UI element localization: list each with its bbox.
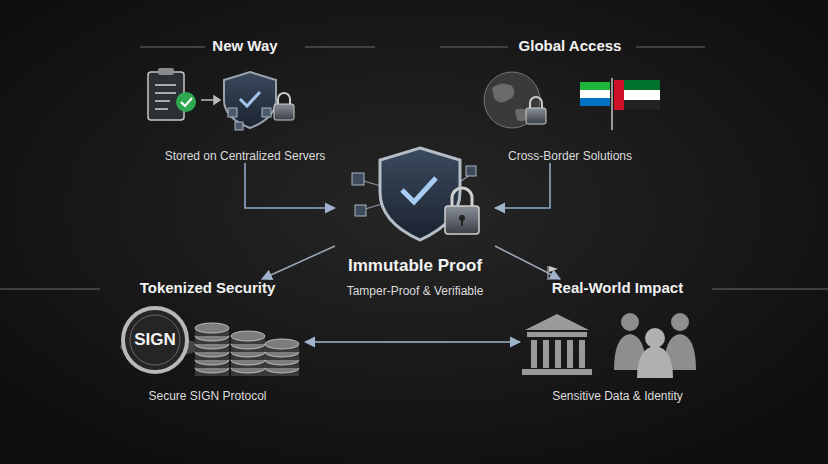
connector-arrow	[495, 246, 560, 279]
flow-arrow	[201, 99, 214, 101]
node-group: Real-World ImpactSensitive Data & Identi…	[520, 279, 715, 403]
node-caption: Sensitive Data & Identity	[552, 389, 683, 403]
document-icon	[155, 92, 176, 94]
shield-network-icon	[274, 104, 294, 120]
flow-arrow	[214, 96, 220, 104]
shield-icon	[452, 188, 472, 206]
shield-icon	[352, 173, 364, 185]
coin-stack	[195, 323, 299, 376]
people-icon	[671, 313, 689, 331]
coin-stack	[195, 323, 229, 333]
node-heading: Immutable Proof	[344, 256, 486, 276]
document-icon	[155, 85, 176, 109]
connector-arrow	[495, 163, 550, 208]
document-icon	[148, 68, 196, 120]
globe-icon	[526, 108, 546, 124]
shield-network-icon	[224, 72, 276, 128]
connector-arrow	[305, 341, 520, 343]
people-icon	[645, 328, 665, 348]
bank-icon	[522, 369, 592, 375]
node-heading: Real-World Impact	[548, 279, 687, 296]
shield-icon	[445, 206, 479, 234]
shield-network-icon	[228, 108, 237, 117]
node-heading: Global Access	[515, 37, 626, 54]
shield-icon	[355, 205, 366, 216]
node-caption: Secure SIGN Protocol	[148, 389, 266, 403]
document-icon	[155, 100, 170, 102]
people-icon	[614, 313, 696, 378]
heading-rule	[0, 289, 100, 290]
shield-network-icon	[224, 72, 294, 130]
heading-rule	[712, 289, 828, 290]
flag-icon	[549, 266, 558, 272]
connector-arrow	[262, 246, 335, 279]
flag-icon	[580, 78, 660, 130]
flag-icon	[580, 82, 610, 90]
bank-icon	[579, 340, 585, 368]
heading-rule	[140, 47, 205, 48]
shield-network-icon	[262, 108, 271, 117]
coin-stack	[195, 323, 229, 376]
heading-rule	[440, 47, 508, 48]
node-caption: Stored on Centralized Servers	[165, 149, 326, 163]
node-group: New WayStored on Centralized Servers	[155, 37, 335, 163]
bank-icon	[525, 314, 589, 330]
node-group: Global AccessCross-Border Solutions	[495, 37, 645, 163]
flag-icon	[624, 90, 660, 100]
flag-icon	[611, 78, 613, 130]
node-heading: Tokenized Security	[136, 279, 280, 296]
node-heading: New Way	[208, 37, 281, 54]
shield-network-icon	[235, 122, 243, 130]
shield-network-icon	[228, 108, 271, 130]
bank-icon	[531, 340, 537, 368]
flag-icon	[614, 80, 624, 110]
node-group: Immutable ProofTamper-Proof & Verifiable	[335, 140, 495, 298]
shield-icon	[466, 166, 476, 176]
people-icon	[637, 346, 673, 378]
node-caption: Cross-Border Solutions	[508, 149, 632, 163]
coin-label: SIGN	[134, 330, 176, 350]
flag-icon	[624, 80, 660, 90]
flag-icon	[624, 100, 660, 110]
shield-icon	[402, 178, 436, 202]
document-icon	[155, 108, 168, 110]
sign-coin	[123, 308, 187, 372]
bank-icon	[567, 340, 573, 368]
sign-coin	[130, 315, 180, 365]
globe-icon	[492, 83, 531, 121]
sign-coin	[120, 308, 200, 372]
shield-network-icon	[240, 92, 260, 106]
document-icon	[181, 98, 192, 106]
flow-arrow	[201, 96, 220, 104]
flag-icon	[580, 98, 610, 106]
bank-icon	[555, 340, 561, 368]
coin-stack	[231, 331, 265, 341]
coin-stack	[265, 339, 299, 349]
globe-icon	[484, 72, 546, 128]
coin-stack	[265, 339, 299, 376]
bank-icon	[543, 340, 549, 368]
people-icon	[621, 313, 639, 331]
heading-rule	[305, 47, 375, 48]
globe-icon	[530, 97, 542, 108]
bank-icon	[522, 314, 592, 375]
connector-arrow	[245, 163, 335, 208]
shield-icon	[461, 219, 463, 226]
shield-network-icon	[278, 93, 290, 104]
document-icon	[155, 84, 176, 86]
document-icon	[158, 68, 174, 75]
coin-stack	[231, 331, 265, 376]
flag-icon	[580, 90, 610, 98]
shield-icon	[352, 148, 479, 240]
bank-icon	[527, 332, 587, 337]
heading-rule	[636, 47, 705, 48]
heading-rule	[0, 47, 828, 289]
document-icon	[176, 92, 196, 112]
node-caption: Tamper-Proof & Verifiable	[347, 284, 484, 298]
